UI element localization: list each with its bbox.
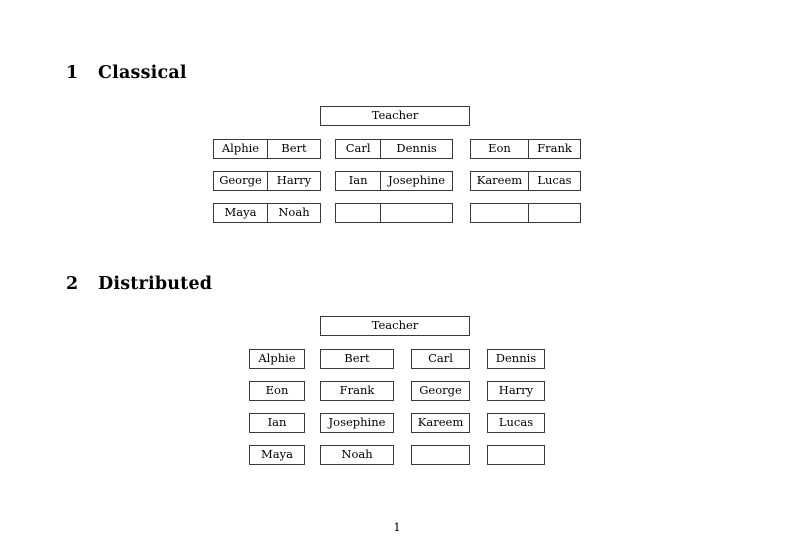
section-title: Distributed — [98, 274, 213, 294]
cell-name[interactable]: Eon — [249, 381, 305, 401]
cell-name[interactable]: Josephine — [320, 413, 394, 433]
cell-name[interactable]: Ian — [348, 173, 368, 188]
table-row[interactable]: Alphie Bert — [213, 139, 321, 159]
table-row[interactable]: Ian Josephine — [335, 171, 453, 191]
table-row[interactable]: Carl Dennis — [335, 139, 453, 159]
page-number: 1 — [393, 520, 401, 534]
cell-name[interactable]: Noah — [266, 204, 320, 222]
cell-name[interactable]: Ian — [249, 413, 305, 433]
cell-name[interactable]: Dennis — [487, 349, 545, 369]
cell-name[interactable]: Alphie — [221, 141, 260, 156]
cell-name[interactable]: Eon — [488, 141, 511, 156]
cell-name[interactable]: Carl — [345, 141, 371, 156]
section-heading-distributed: 2 Distributed — [66, 274, 212, 294]
cell-name-empty[interactable] — [527, 204, 580, 222]
table-row-empty[interactable] — [335, 203, 453, 223]
cell-name[interactable]: George — [219, 173, 262, 188]
cell-name[interactable]: Frank — [320, 381, 394, 401]
table-row[interactable]: Eon Frank — [470, 139, 581, 159]
cell-name[interactable]: Carl — [411, 349, 470, 369]
table-row-empty[interactable] — [470, 203, 581, 223]
cell-name[interactable]: Josephine — [380, 172, 452, 190]
cell-name[interactable]: Kareem — [476, 173, 523, 188]
cell-name[interactable]: George — [411, 381, 470, 401]
section-number: 2 — [66, 274, 79, 294]
table-row[interactable]: George Harry — [213, 171, 321, 191]
cell-name[interactable]: Maya — [249, 445, 305, 465]
cell-name[interactable]: Bert — [320, 349, 394, 369]
table-row[interactable]: Maya Noah — [213, 203, 321, 223]
cell-name-empty[interactable] — [411, 445, 470, 465]
cell-name[interactable]: Alphie — [249, 349, 305, 369]
section-number: 1 — [66, 63, 79, 83]
table-row[interactable]: Kareem Lucas — [470, 171, 581, 191]
cell-name[interactable]: Dennis — [380, 140, 452, 158]
cell-name[interactable]: Harry — [266, 172, 320, 190]
cell-name-empty[interactable] — [487, 445, 545, 465]
section-heading-classical: 1 Classical — [66, 63, 187, 83]
cell-name[interactable]: Kareem — [411, 413, 470, 433]
cell-name[interactable]: Noah — [320, 445, 394, 465]
cell-name-empty[interactable] — [336, 204, 380, 222]
cell-name[interactable]: Maya — [224, 205, 257, 220]
teacher-box-classical[interactable]: Teacher — [320, 106, 470, 126]
cell-name[interactable]: Harry — [487, 381, 545, 401]
teacher-box-distributed[interactable]: Teacher — [320, 316, 470, 336]
cell-name-empty[interactable] — [380, 204, 452, 222]
cell-name-empty[interactable] — [471, 204, 528, 222]
section-title: Classical — [98, 63, 187, 83]
cell-name[interactable]: Frank — [527, 140, 580, 158]
cell-name[interactable]: Bert — [266, 140, 320, 158]
cell-name[interactable]: Lucas — [527, 172, 580, 190]
cell-name[interactable]: Lucas — [487, 413, 545, 433]
